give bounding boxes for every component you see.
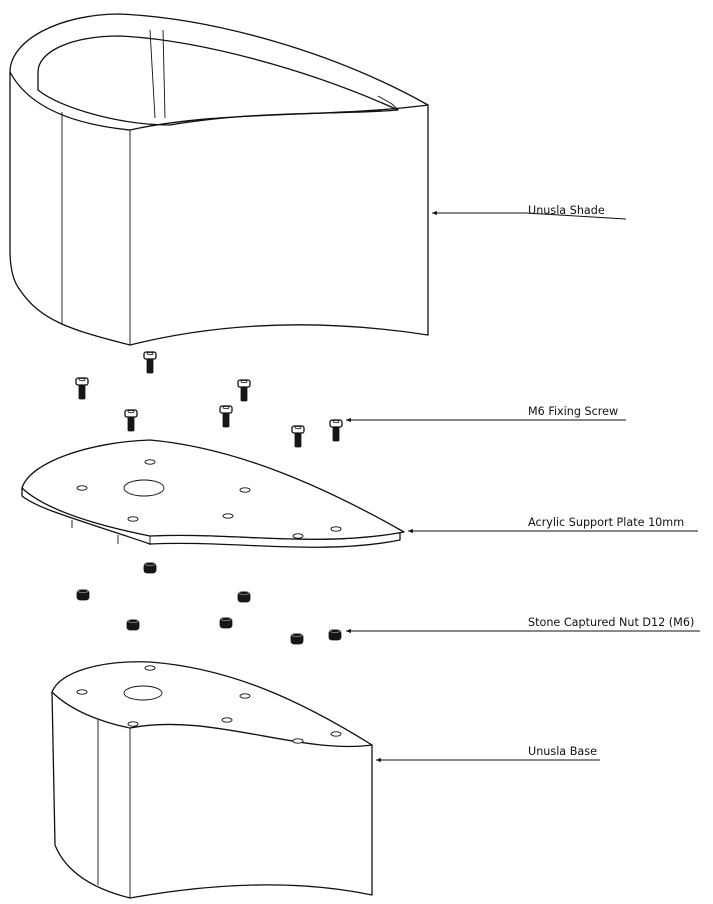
base-hole	[144, 665, 156, 671]
screw	[124, 409, 138, 432]
base-hole	[127, 721, 139, 727]
label-plate: Acrylic Support Plate 10mm	[528, 516, 684, 529]
label-base: Unusla Base	[528, 745, 597, 758]
shade-inner-wall-right	[377, 95, 399, 111]
screw	[291, 425, 305, 448]
plate-hole	[144, 459, 156, 465]
base-hole	[330, 731, 342, 737]
plate-hole	[222, 513, 234, 519]
screw	[219, 405, 233, 428]
callout-shade: Unusla Shade	[432, 204, 627, 220]
screws	[75, 351, 343, 448]
plate-top	[21, 439, 405, 540]
nuts	[76, 561, 342, 645]
base-part	[51, 661, 373, 899]
shade-inner-wall	[149, 29, 166, 119]
base-hole	[76, 689, 88, 695]
base-hole	[239, 693, 251, 699]
label-shade: Unusla Shade	[528, 204, 605, 217]
nut	[290, 632, 304, 645]
base-hole	[221, 717, 233, 723]
plate-hole	[239, 487, 251, 493]
base-body	[51, 661, 373, 899]
plate-hole	[127, 516, 139, 522]
plate-center-hole	[123, 479, 165, 497]
plate-hole	[292, 533, 304, 539]
shade-body	[9, 13, 429, 346]
label-nut: Stone Captured Nut D12 (M6)	[528, 616, 694, 629]
nut	[126, 618, 140, 631]
screw	[237, 379, 251, 402]
support-plate-part	[21, 439, 405, 548]
callout-screw: M6 Fixing Screw	[346, 405, 626, 423]
nut	[143, 561, 157, 574]
callout-base: Unusla Base	[376, 745, 600, 763]
nut	[219, 616, 233, 629]
plate-hole	[330, 526, 342, 532]
base-hole	[292, 738, 304, 744]
screw	[75, 377, 89, 400]
shade-part	[9, 13, 429, 346]
nut	[237, 590, 251, 603]
screw	[329, 419, 343, 442]
screw	[143, 351, 157, 374]
base-center-hole	[123, 685, 163, 701]
label-screw: M6 Fixing Screw	[528, 405, 618, 418]
callout-nut: Stone Captured Nut D12 (M6)	[346, 616, 700, 634]
plate-hole	[76, 485, 88, 491]
shade-top-front-edge	[9, 71, 429, 131]
callout-plate: Acrylic Support Plate 10mm	[408, 516, 698, 534]
base-top-front-edge	[51, 691, 373, 748]
nut	[76, 588, 90, 601]
nut	[328, 628, 342, 641]
